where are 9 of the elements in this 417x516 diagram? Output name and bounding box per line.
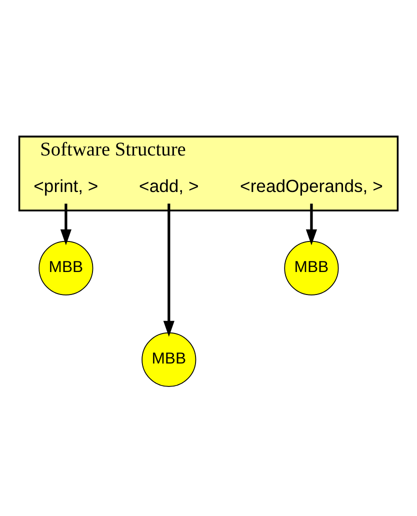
node-circle: MBB	[38, 240, 94, 296]
node-circle: MBB	[284, 240, 339, 296]
arrow	[163, 204, 174, 337]
node-text: <print, >	[34, 176, 98, 196]
arrow	[60, 204, 72, 246]
node-text: <add, >	[139, 176, 199, 196]
node-circle: MBB	[142, 332, 196, 387]
node-text: <readOperands, >	[240, 176, 383, 196]
arrow	[306, 204, 318, 246]
